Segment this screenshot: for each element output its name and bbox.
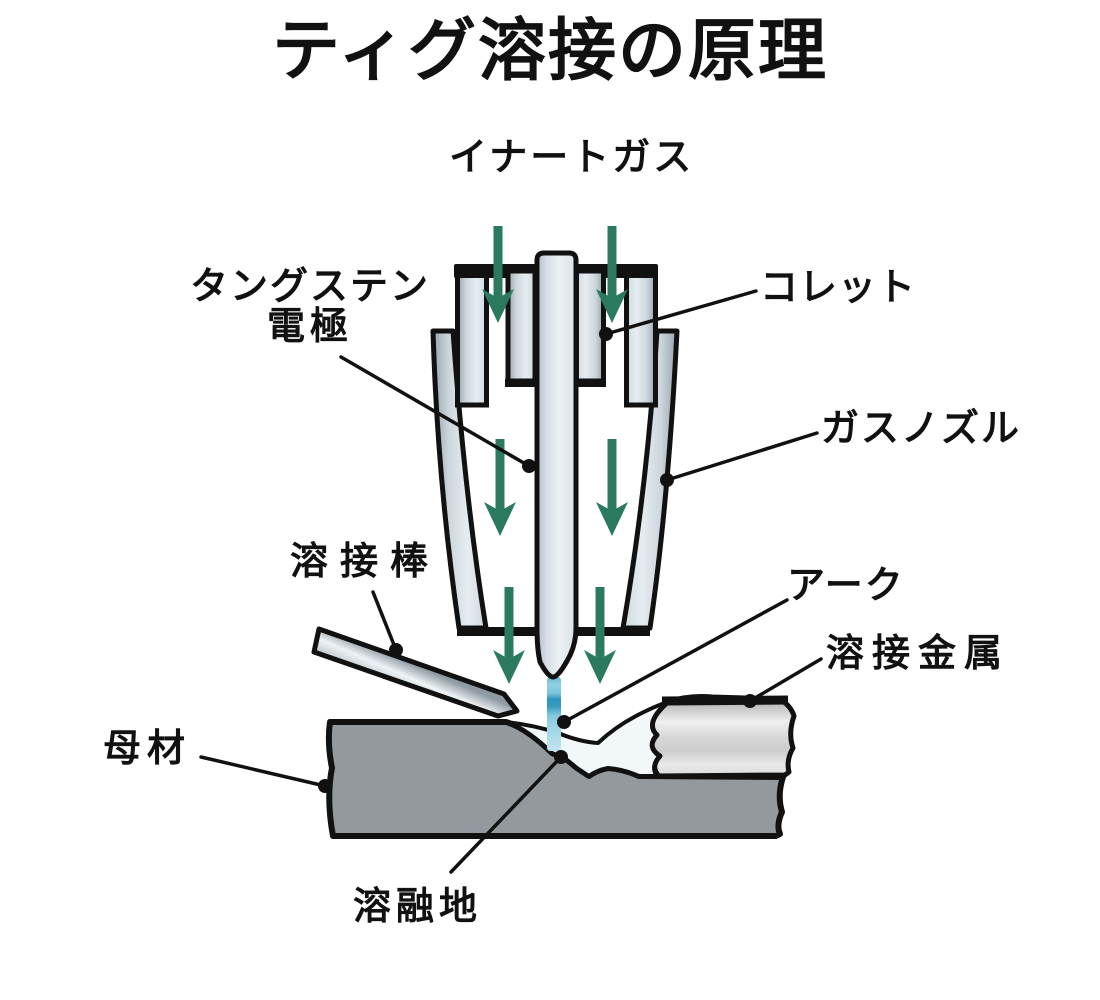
leader-dot [522, 459, 536, 473]
torch-body-right-wall [624, 268, 658, 408]
label-filler-rod: 溶接棒 [290, 539, 441, 583]
label-collet: コレット [760, 265, 917, 309]
leader-dot [743, 694, 757, 708]
label-base-metal: 母材 [103, 726, 192, 770]
torch-body-left-wall [455, 268, 489, 408]
label-tungsten-line1: タングステン [189, 264, 430, 308]
label-arc: アーク [787, 563, 905, 607]
label-tungsten-line2: 電極 [266, 304, 353, 349]
leader-dot [557, 715, 571, 729]
collet-left [505, 268, 538, 384]
leader-collet [604, 289, 758, 336]
gas-flow-arrow [596, 439, 628, 536]
leader-base-metal [199, 755, 327, 788]
label-molten-pool: 溶融地 [353, 884, 483, 928]
tungsten-electrode-rod [534, 250, 579, 680]
leader-dot [318, 779, 332, 793]
label-gas-nozzle: ガスノズル [821, 406, 1022, 450]
leader-dot [599, 327, 613, 341]
leader-dot [660, 473, 674, 487]
leader-dot [389, 643, 403, 657]
weld-bead-top-edge [661, 695, 789, 706]
label-weld-metal: 溶接金属 [826, 631, 1011, 675]
leader-arc [562, 598, 789, 724]
arc-column [547, 677, 561, 751]
label-inert-gas: イナートガス [449, 135, 695, 179]
label-tungsten-electrode: タングステン 電極 [186, 266, 434, 347]
weld-metal-bead [649, 694, 797, 779]
leader-gas-nozzle [665, 431, 819, 482]
page-title: ティグ溶接の原理 [272, 12, 828, 91]
leader-filler-rod [371, 590, 398, 652]
leader-dot [554, 750, 568, 764]
leader-weld-metal [748, 657, 823, 703]
leader-tungsten-electrode [339, 355, 531, 468]
gas-flow-arrow [484, 439, 516, 536]
filler-rod-shape [311, 626, 520, 719]
leader-molten-pool [449, 755, 563, 874]
collet-right [574, 268, 606, 384]
